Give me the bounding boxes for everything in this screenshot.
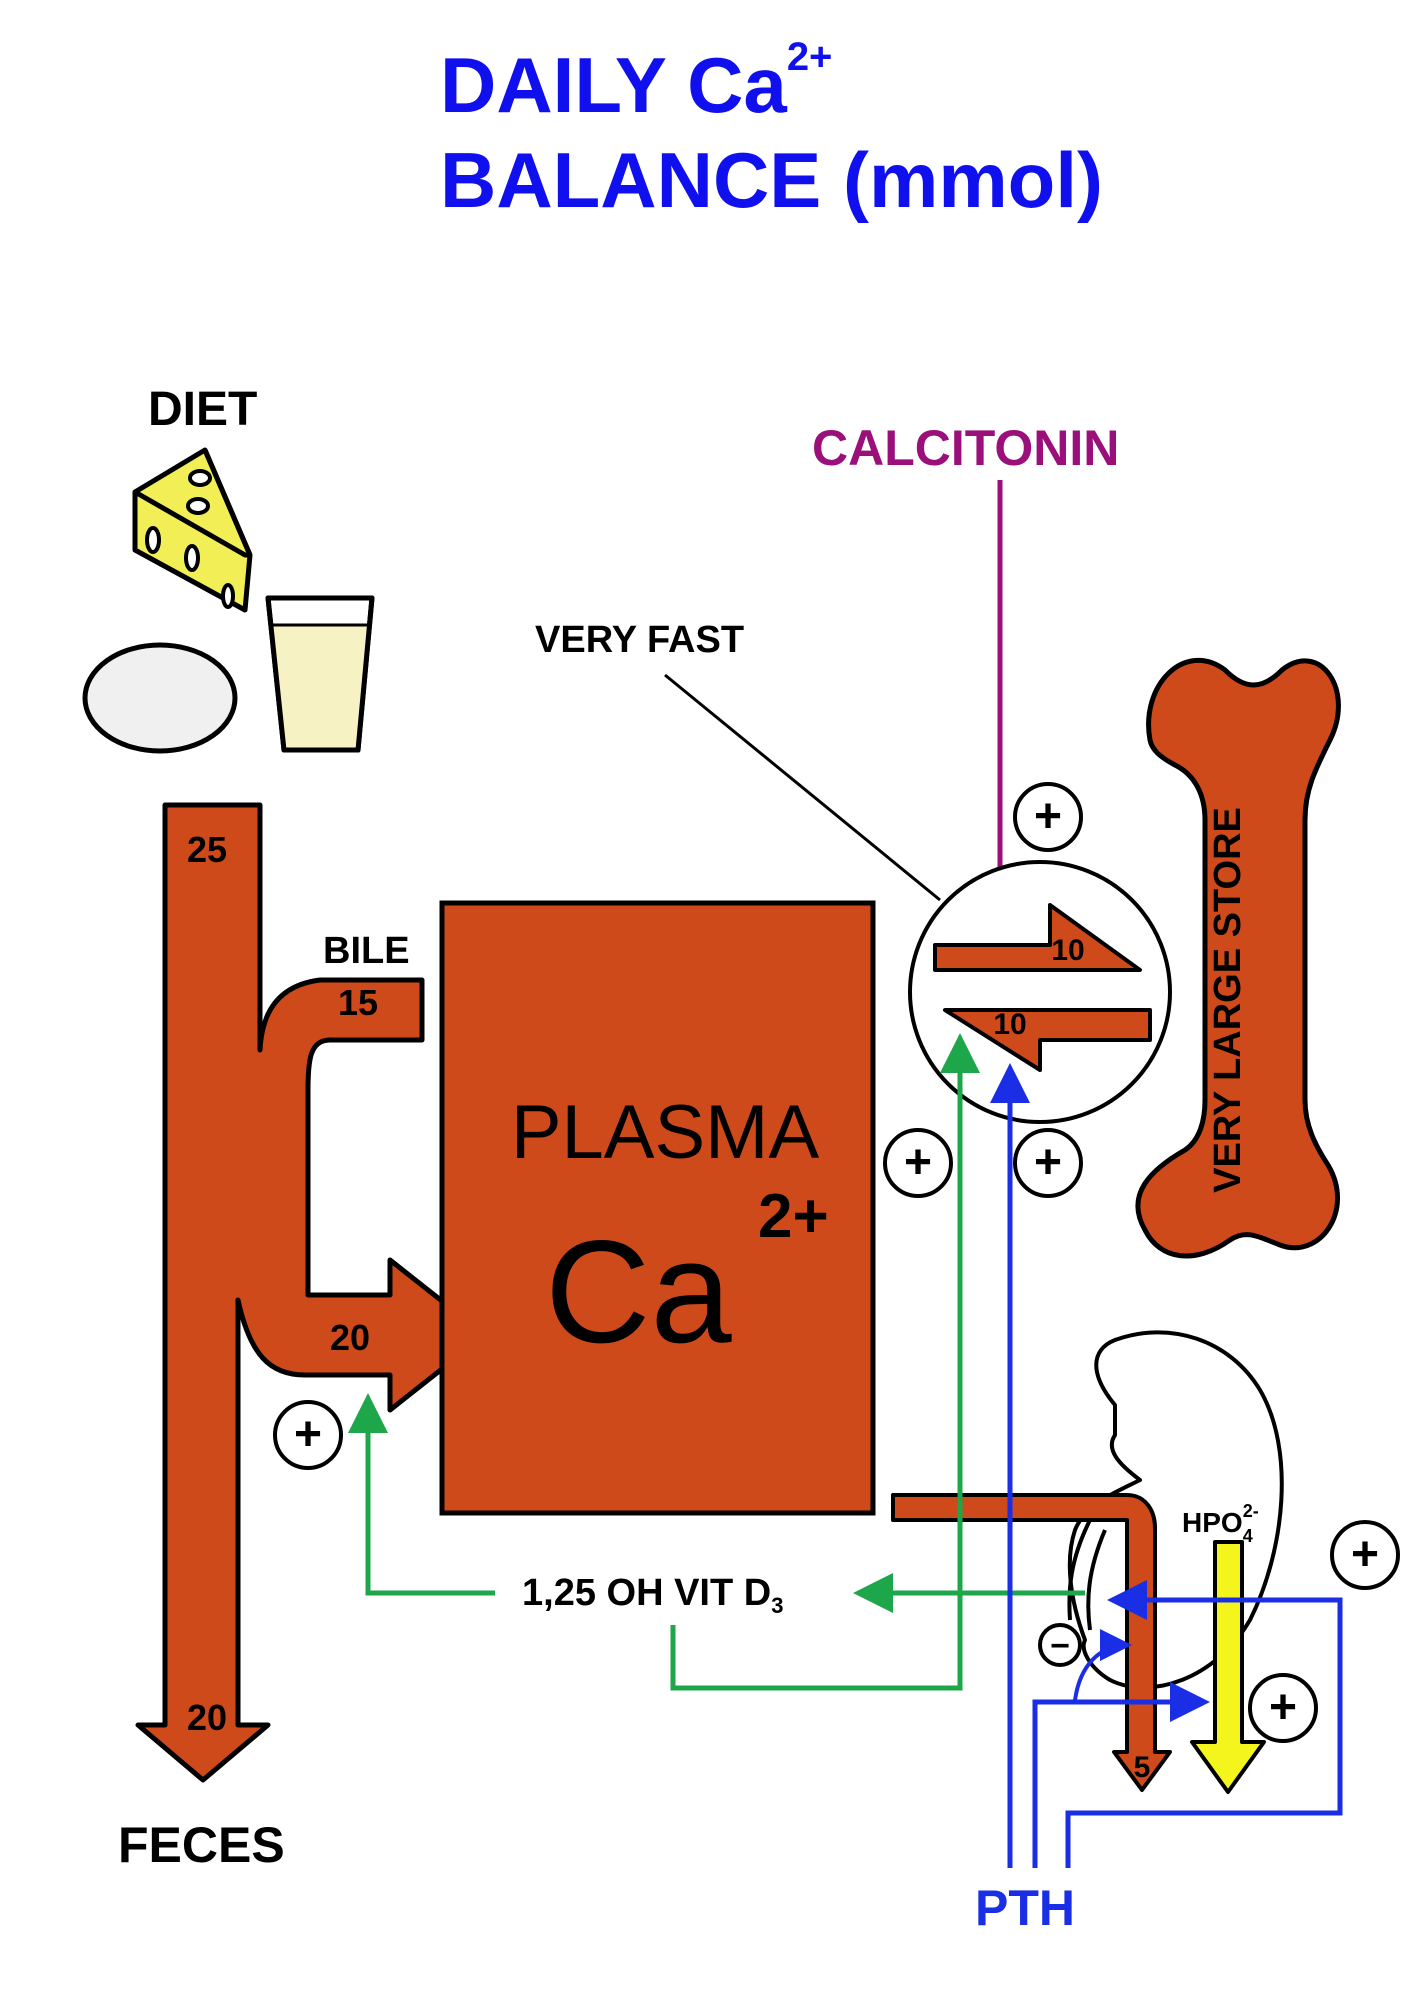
diet-label: DIET [148, 383, 257, 436]
svg-text:+: + [904, 1136, 932, 1189]
plus-sign-kidney-vitamin-d: + [1330, 1520, 1400, 1590]
minus-sign-calcium-excretion: − [1038, 1623, 1082, 1667]
plus-sign-gut-absorption: + [273, 1400, 343, 1470]
gut-flow [135, 802, 488, 1783]
fecal-loss-value: 20 [187, 1697, 227, 1738]
pth-to-vitamin-d-arrow [1065, 1580, 1343, 1868]
very-large-store-label: VERY LARGE STORE [1207, 807, 1249, 1193]
bile-label: BILE [323, 930, 410, 972]
gut-absorption-value: 20 [330, 1317, 370, 1358]
title-line1: DAILY Ca2+ [440, 35, 832, 129]
hpo4-label: HPO42- [1182, 1501, 1259, 1546]
plasma-calcium-pool: PLASMA Ca 2+ [439, 900, 876, 1516]
bone-exchange-circle: 10 10 [908, 860, 1172, 1124]
svg-text:+: + [1034, 790, 1062, 843]
urinary-loss-value: 5 [1134, 1751, 1151, 1784]
very-fast-label: VERY FAST [535, 619, 744, 661]
vitamin-d-to-bone-arrow [670, 1033, 980, 1691]
svg-text:+: + [1351, 1528, 1379, 1581]
diet-intake-value: 25 [187, 829, 227, 870]
milk-glass-icon [265, 595, 375, 753]
svg-text:+: + [1269, 1681, 1297, 1734]
plasma-ca-label: Ca [545, 1210, 732, 1373]
pth-label: PTH [975, 1880, 1075, 1936]
svg-text:+: + [294, 1408, 322, 1461]
cheese-icon [132, 447, 253, 613]
vitamin-d-label: 1,25 OH VIT D3 [522, 1572, 783, 1618]
bone-deposition-arrow [933, 903, 1142, 972]
feces-label: FECES [118, 1817, 285, 1873]
urinary-loss-arrow [891, 1493, 1172, 1792]
bone-resorption-arrow [943, 1008, 1152, 1072]
title-line2: BALANCE (mmol) [440, 136, 1103, 224]
svg-text:+: + [1034, 1136, 1062, 1189]
vitamin-d-to-gut-arrow [348, 1393, 495, 1596]
plus-sign-bone-pth: + [1013, 1128, 1083, 1198]
diagram-title: DAILY Ca2+ BALANCE (mmol) [440, 35, 1103, 224]
plus-sign-bone-vitamin-d: + [883, 1128, 953, 1198]
very-fast-pointer [664, 673, 941, 902]
pth-to-calcium-reabsorption-arrow [1073, 1629, 1132, 1701]
svg-text:−: − [1050, 1627, 1070, 1665]
plasma-ca-charge: 2+ [758, 1182, 829, 1251]
plus-sign-phosphate-excretion: + [1248, 1673, 1318, 1743]
plasma-label: PLASMA [511, 1090, 820, 1175]
pth-to-phosphate-arrow [1032, 1682, 1210, 1868]
phosphate-excretion-arrow [1190, 1540, 1266, 1794]
plus-sign-bone-deposition: + [1013, 782, 1083, 852]
bone-icon: VERY LARGE STORE [1135, 657, 1341, 1259]
bone-resorption-value: 10 [993, 1008, 1026, 1041]
calcitonin-label: CALCITONIN [812, 420, 1119, 476]
egg-icon [82, 642, 238, 754]
bile-secretion-value: 15 [338, 982, 378, 1023]
bone-deposition-value: 10 [1051, 934, 1084, 967]
